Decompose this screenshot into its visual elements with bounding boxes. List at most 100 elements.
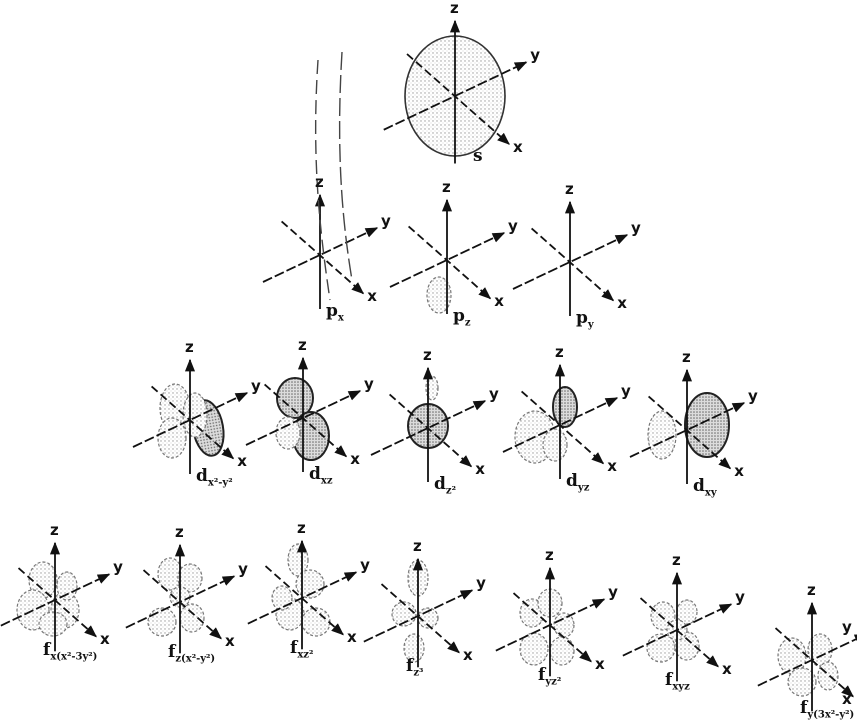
z-axis-label: z: [297, 519, 306, 537]
x-axis: [380, 583, 460, 654]
x-axis: [512, 592, 592, 663]
axis-set: [0, 541, 111, 652]
orbital-p-1: [426, 276, 452, 314]
lobe: [38, 611, 68, 637]
orbital-subscript: z(x²-y²): [175, 653, 216, 665]
z-axis-label: z: [672, 551, 681, 569]
x-axis-label: x: [513, 138, 523, 156]
orbital-symbol: d: [566, 471, 578, 491]
axis-set: [363, 557, 474, 668]
orbital-symbol: f: [406, 656, 414, 676]
orbital-f-6: [777, 633, 839, 697]
orbital-symbol: p: [453, 306, 465, 326]
orbital-subscript: xy: [704, 487, 717, 499]
lobe: [391, 601, 417, 627]
orbital-subscript: z: [464, 317, 471, 329]
y-axis: [370, 400, 487, 456]
orbital-subscript: xz: [320, 475, 333, 487]
lobe: [301, 607, 331, 637]
lobe: [157, 417, 187, 459]
orbital-subscript: y: [587, 319, 594, 331]
stray-lines: [314, 51, 353, 301]
y-axis-label: y: [508, 217, 518, 235]
orbital-symbol: f: [800, 698, 808, 718]
x-axis-label: x: [475, 460, 485, 479]
orbital-symbol: f: [43, 640, 51, 660]
orbital-f-0: [16, 561, 80, 637]
x-axis-label: x: [595, 655, 605, 674]
x-axis-label: x: [722, 660, 732, 679]
x-axis-label: x: [225, 632, 235, 651]
x-axis-label: x: [734, 462, 744, 481]
orbital-symbol: d: [196, 466, 208, 486]
orbital-d-4: [647, 392, 730, 460]
orbital-subscript: z³: [413, 667, 424, 679]
z-axis-label: z: [413, 537, 422, 555]
orbital-label-p-1: pz: [453, 308, 471, 328]
z-axis-label: z: [565, 180, 574, 198]
x-axis: [264, 565, 344, 636]
orbital-d-1: [275, 377, 330, 461]
axis-set: [247, 539, 358, 650]
orbital-subscript: yz²: [545, 676, 562, 688]
orbital-symbol: f: [290, 638, 298, 658]
orbital-subscript: x: [337, 312, 344, 324]
y-axis-label: y: [735, 588, 745, 607]
axis-set: [622, 571, 733, 682]
x-axis: [17, 567, 97, 638]
lobe: [56, 571, 78, 601]
x-axis-label: x: [494, 292, 504, 311]
orbital-label-d-3: dyz: [566, 473, 589, 493]
axes-layer: [0, 19, 857, 712]
lobe: [676, 599, 698, 625]
orbital-label-d-0: dx²-y²: [196, 468, 233, 488]
x-axis-label: x: [367, 287, 377, 306]
axis-set: [370, 366, 487, 482]
lobe: [553, 612, 575, 638]
lobe: [177, 563, 203, 593]
axis-set: [245, 356, 362, 472]
orbital-f-1: [147, 557, 205, 637]
x-axis: [264, 383, 348, 458]
orbital-lobes: [16, 35, 839, 697]
x-axis-label: x: [463, 646, 473, 665]
orbital-label-f-0: fx(x²-3y²): [43, 642, 97, 662]
y-axis-label: y: [530, 46, 541, 65]
orbital-label-f-1: fz(x²-y²): [168, 644, 215, 664]
orbital-subscript: xyz: [672, 681, 690, 693]
axis-set: [389, 198, 506, 314]
pz-lobe: [426, 276, 452, 314]
lobe: [684, 392, 730, 458]
orbital-symbol: f: [665, 670, 673, 690]
orbital-subscript: z²: [445, 485, 456, 497]
y-axis-label: y: [238, 560, 248, 579]
lobe: [295, 569, 325, 599]
z-axis-label: z: [555, 343, 564, 361]
axis-set: [262, 193, 379, 309]
x-axis: [408, 225, 492, 300]
orbital-d-3: [514, 386, 578, 464]
x-axis-label: x: [347, 628, 357, 647]
lobe: [182, 392, 208, 438]
orbital-label-s-0: s: [473, 148, 483, 168]
orbital-subscript: xz²: [297, 649, 314, 661]
y-axis-label: y: [748, 387, 758, 405]
x-axis: [639, 597, 719, 668]
x-axis-label: x: [350, 450, 360, 469]
lobe: [179, 603, 205, 633]
z-axis-label: z: [50, 521, 59, 539]
y-axis-label: y: [842, 618, 852, 637]
stray-curve: [314, 59, 331, 301]
y-axis: [629, 402, 746, 458]
x-axis: [521, 390, 605, 465]
lobe: [157, 557, 183, 591]
y-axis-label: y: [381, 212, 391, 230]
orbital-label-f-4: fyz²: [538, 667, 561, 687]
stray-curve: [338, 51, 353, 281]
orbital-label-p-2: py: [576, 310, 594, 330]
axis-set: [495, 566, 606, 677]
y-axis-label: y: [489, 385, 499, 403]
orbital-f-2: [271, 543, 331, 637]
